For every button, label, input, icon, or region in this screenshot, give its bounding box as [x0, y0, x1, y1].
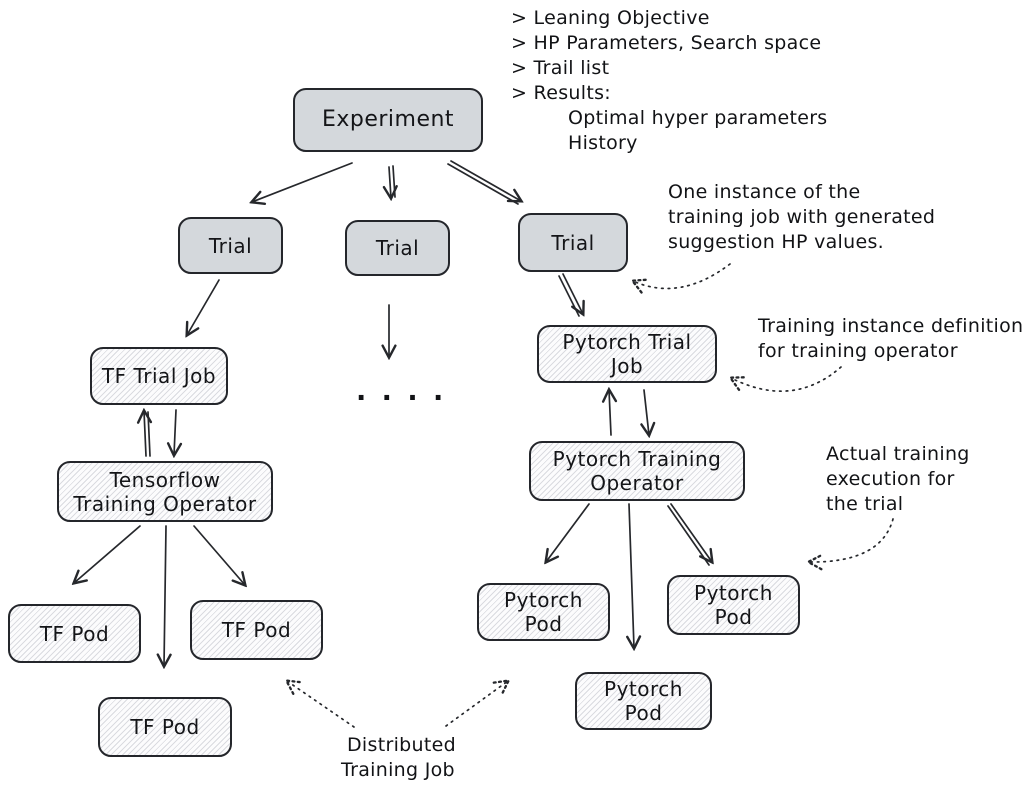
- node-tf-pod-right: TF Pod: [190, 600, 323, 660]
- node-tf-trial-job: TF Trial Job: [90, 347, 228, 405]
- distributed-training-line: Training Job: [341, 759, 455, 781]
- edge-pytorch-operator-up-trial-job: [609, 390, 611, 436]
- edge-experiment-trial-right: [450, 160, 521, 201]
- edge-tf-operator-tf-pod-right: [193, 525, 245, 585]
- experiment-properties-line: History: [568, 132, 638, 154]
- edge-experiment-trial-right-twin: [447, 163, 519, 205]
- edge-trial-right-pytorch-trial-job: [562, 273, 583, 314]
- node-pytorch-pod-right-label: Pytorch Pod: [694, 581, 773, 629]
- node-pytorch-pod-left: Pytorch Pod: [477, 583, 610, 641]
- experiment-properties-line: Optimal hyper parameters: [568, 107, 828, 129]
- node-experiment: Experiment: [293, 88, 483, 152]
- actual-training-line: execution for: [826, 468, 955, 490]
- one-instance-note: One instance of the training job with ge…: [668, 180, 935, 255]
- node-trial-left: Trial: [178, 217, 283, 274]
- edge-note-distributed-to-tf-pod: [287, 681, 355, 728]
- edge-trial-right-pytorch-trial-job-twin: [558, 275, 580, 317]
- edge-tf-operator-tf-pod-left: [74, 525, 141, 583]
- experiment-properties-note: > Leaning Objective > HP Parameters, Sea…: [511, 6, 828, 156]
- node-tf-pod-bottom-label: TF Pod: [130, 715, 200, 739]
- node-pytorch-pod-right: Pytorch Pod: [667, 575, 800, 635]
- edge-experiment-trial-mid-twin: [392, 165, 396, 198]
- edge-trial-left-tf-trial-job: [187, 279, 220, 335]
- edge-note-training-instance-to-trial-job: [731, 367, 842, 391]
- edge-pytorch-operator-pod-right: [670, 503, 712, 562]
- actual-training-line: Actual training: [826, 443, 970, 465]
- node-pytorch-trial-job: Pytorch Trial Job: [537, 325, 717, 383]
- edge-experiment-trial-mid: [389, 166, 391, 198]
- node-tf-trial-job-label: TF Trial Job: [101, 364, 217, 388]
- training-instance-note: Training instance definition for trainin…: [758, 314, 1023, 364]
- node-pytorch-pod-bottom: Pytorch Pod: [575, 672, 712, 730]
- node-tf-pod-bottom: TF Pod: [98, 697, 232, 757]
- edge-pytorch-trial-job-down-operator: [644, 389, 649, 435]
- edge-pytorch-operator-pod-bottom: [629, 503, 634, 648]
- actual-training-note: Actual training execution for the trial: [826, 442, 970, 517]
- experiment-properties-line: > Results:: [511, 82, 611, 104]
- experiment-properties-line: > Trail list: [511, 57, 610, 79]
- edge-experiment-trial-left: [252, 162, 353, 202]
- training-instance-line: for training operator: [758, 340, 958, 362]
- edge-pytorch-operator-pod-right-twin: [667, 505, 710, 566]
- node-pytorch-operator: Pytorch Training Operator: [529, 441, 745, 501]
- experiment-properties-line: > Leaning Objective: [511, 7, 710, 29]
- node-experiment-label: Experiment: [321, 107, 455, 132]
- edge-tf-operator-up-tf-trial-job: [144, 411, 146, 457]
- edge-pytorch-operator-pod-left: [546, 503, 590, 562]
- node-pytorch-pod-bottom-label: Pytorch Pod: [604, 677, 683, 725]
- node-trial-right-label: Trial: [551, 230, 595, 255]
- node-tf-pod-left: TF Pod: [8, 604, 141, 663]
- one-instance-line: One instance of the: [668, 181, 861, 203]
- node-pytorch-trial-job-label: Pytorch Trial Job: [562, 330, 692, 378]
- edge-tf-trial-job-down-tf-operator: [174, 409, 176, 455]
- edge-tf-operator-up-twin: [147, 411, 151, 457]
- actual-training-line: the trial: [826, 493, 904, 515]
- edge-note-one-instance-to-trial: [633, 264, 731, 288]
- one-instance-line: training job with generated: [668, 206, 936, 228]
- edge-tf-operator-tf-pod-bottom: [164, 525, 166, 666]
- experiment-properties-line: > HP Parameters, Search space: [511, 32, 822, 54]
- edge-note-actual-training-to-pod: [809, 518, 894, 562]
- more-trials-ellipsis: . . . .: [356, 376, 447, 407]
- node-trial-left-label: Trial: [208, 233, 253, 258]
- node-trial-mid: Trial: [345, 220, 450, 276]
- node-tf-pod-right-label: TF Pod: [221, 618, 292, 642]
- node-trial-mid-label: Trial: [375, 236, 420, 260]
- edge-note-distributed-to-pytorch-pod: [445, 681, 508, 727]
- training-instance-line: Training instance definition: [758, 315, 1024, 337]
- node-tf-operator-label: Tensorflow Training Operator: [73, 467, 257, 516]
- node-tf-operator: Tensorflow Training Operator: [57, 461, 273, 522]
- node-trial-right: Trial: [518, 213, 628, 272]
- node-tf-pod-left-label: TF Pod: [39, 621, 110, 646]
- node-pytorch-operator-label: Pytorch Training Operator: [552, 447, 722, 495]
- distributed-training-line: Distributed: [347, 734, 456, 756]
- distributed-training-note: Distributed Training Job: [341, 733, 456, 783]
- one-instance-line: suggestion HP values.: [668, 231, 885, 253]
- node-pytorch-pod-left-label: Pytorch Pod: [504, 588, 583, 636]
